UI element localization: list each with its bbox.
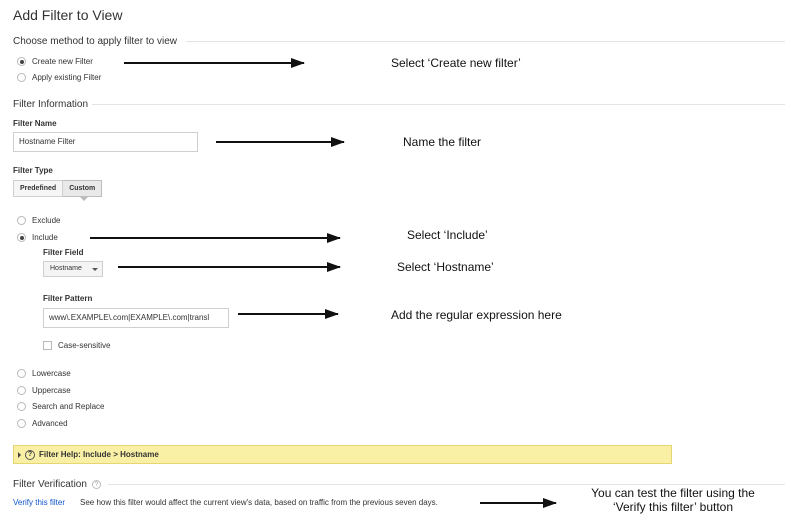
annotation-arrow <box>238 309 339 319</box>
radio-search-and-replace[interactable]: Search and Replace <box>17 402 105 411</box>
active-tab-pointer <box>80 197 88 201</box>
annotation-hostname: Select ‘Hostname’ <box>397 260 494 274</box>
radio-button-checked[interactable] <box>17 233 26 242</box>
radio-button[interactable] <box>17 369 26 378</box>
radio-label: Lowercase <box>32 369 71 378</box>
annotation-arrow <box>90 233 341 243</box>
help-icon[interactable]: ? <box>91 480 101 489</box>
filter-name-label: Filter Name <box>13 119 57 128</box>
annotation-arrow <box>480 498 557 508</box>
radio-button-checked[interactable] <box>17 57 26 66</box>
annotation-verify-line2: ‘Verify this filter’ button <box>612 500 734 514</box>
question-icon: ? <box>25 449 35 460</box>
radio-apply-existing-filter[interactable]: Apply existing Filter <box>17 73 101 82</box>
filter-type-tabs: Predefined Custom <box>13 180 103 197</box>
case-sensitive-option[interactable]: Case-sensitive <box>43 341 110 350</box>
chevron-down-icon <box>91 267 98 271</box>
page-title: Add Filter to View <box>13 7 123 23</box>
verify-description: See how this filter would affect the cur… <box>80 498 438 507</box>
radio-include[interactable]: Include <box>17 233 58 242</box>
case-sensitive-checkbox[interactable] <box>43 341 52 350</box>
filter-field-value: Hostname <box>50 265 82 272</box>
filter-field-label: Filter Field <box>43 248 84 257</box>
filter-help-bar[interactable]: ? Filter Help: Include > Hostname <box>13 445 672 464</box>
tab-custom[interactable]: Custom <box>63 180 103 197</box>
annotation-include: Select ‘Include’ <box>407 228 488 242</box>
annotation-create-new: Select ‘Create new filter’ <box>391 56 521 70</box>
method-heading: Choose method to apply filter to view <box>13 36 177 47</box>
radio-label: Uppercase <box>32 386 71 395</box>
radio-advanced[interactable]: Advanced <box>17 419 68 428</box>
filter-information-divider <box>92 104 785 105</box>
radio-create-new-filter[interactable]: Create new Filter <box>17 57 93 66</box>
radio-label: Create new Filter <box>32 57 93 66</box>
filter-type-label: Filter Type <box>13 166 53 175</box>
annotation-verify: You can test the filter using the ‘Verif… <box>570 486 776 514</box>
filter-name-input[interactable]: Hostname Filter <box>13 132 198 152</box>
case-sensitive-label: Case-sensitive <box>58 341 111 350</box>
annotation-name: Name the filter <box>403 135 482 149</box>
radio-button[interactable] <box>17 216 26 225</box>
annotation-regex: Add the regular expression here <box>391 308 562 322</box>
verification-divider <box>108 484 785 485</box>
filter-field-dropdown[interactable]: Hostname <box>43 261 103 277</box>
annotation-verify-line1: You can test the filter using the <box>591 486 755 500</box>
radio-label: Search and Replace <box>32 402 105 411</box>
filter-verification-heading: Filter Verification <box>13 479 87 490</box>
radio-label: Include <box>32 233 58 242</box>
radio-button[interactable] <box>17 419 26 428</box>
radio-button[interactable] <box>17 73 26 82</box>
filter-information-heading: Filter Information <box>13 99 89 110</box>
radio-uppercase[interactable]: Uppercase <box>17 386 71 395</box>
radio-label: Exclude <box>32 216 61 225</box>
tab-predefined[interactable]: Predefined <box>13 180 64 197</box>
filter-verification-heading-row: Filter Verification ? <box>13 479 101 490</box>
filter-pattern-label: Filter Pattern <box>43 294 93 303</box>
radio-button[interactable] <box>17 386 26 395</box>
annotation-arrow <box>216 137 345 147</box>
filter-pattern-input[interactable]: www\.EXAMPLE\.com|EXAMPLE\.com|transl <box>43 308 229 328</box>
radio-lowercase[interactable]: Lowercase <box>17 369 71 378</box>
verify-filter-link[interactable]: Verify this filter <box>13 498 66 507</box>
method-divider <box>186 41 785 42</box>
expand-triangle-icon <box>18 451 21 458</box>
radio-exclude[interactable]: Exclude <box>17 216 60 225</box>
radio-label: Apply existing Filter <box>32 73 102 82</box>
annotation-arrow <box>118 262 341 272</box>
radio-button[interactable] <box>17 402 26 411</box>
radio-label: Advanced <box>32 419 68 428</box>
filter-help-text: Filter Help: Include > Hostname <box>39 450 159 459</box>
annotation-arrow <box>124 58 305 68</box>
